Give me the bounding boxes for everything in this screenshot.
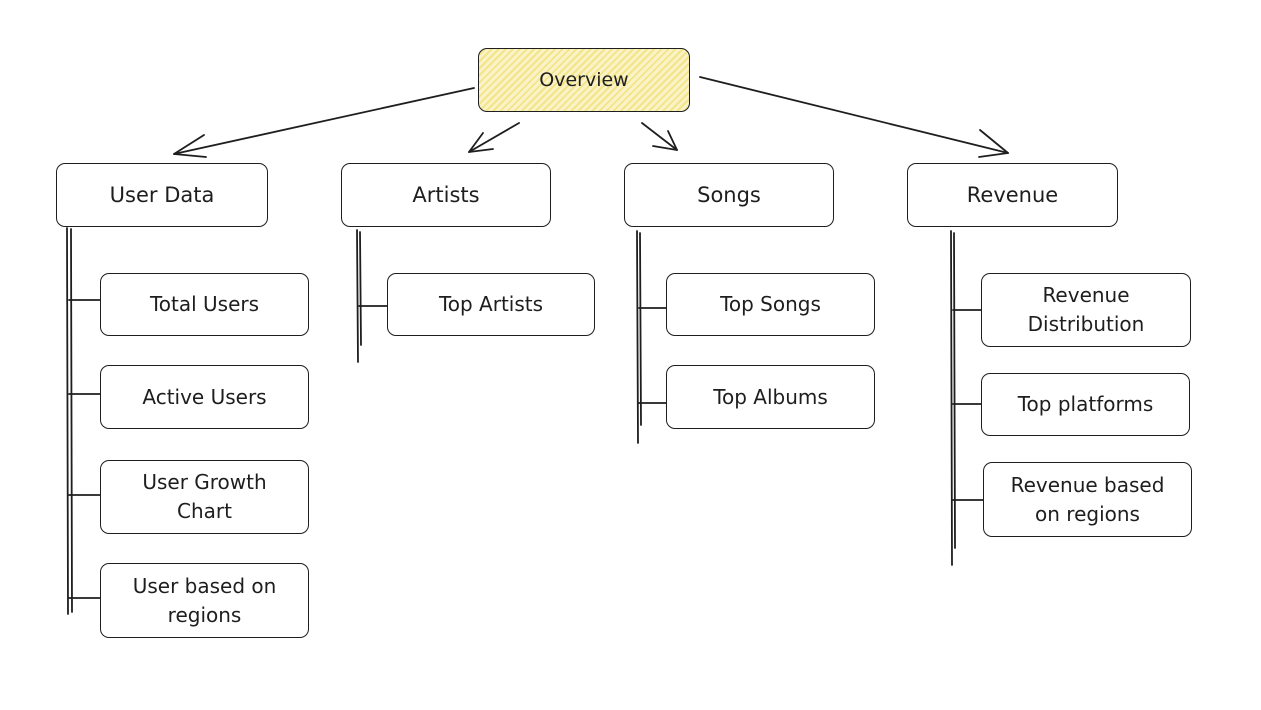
revenue-based-on-regions-label: Revenue based on regions	[1010, 472, 1165, 526]
revenue-distribution-label: Revenue Distribution	[1027, 283, 1145, 336]
user-data-label: User Data	[109, 182, 215, 207]
user-data-connectors	[66, 227, 101, 615]
top-albums-label: Top Albums	[713, 384, 828, 409]
top-songs-node: Top Songs	[666, 273, 875, 336]
artists-label: Artists	[412, 182, 480, 207]
songs-connectors	[636, 230, 667, 444]
user-based-on-regions-node: User based on regions	[100, 563, 309, 638]
user-data-node: User Data	[56, 163, 268, 227]
revenue-distribution-node: Revenue Distribution	[981, 273, 1191, 347]
arrow-to-songs	[641, 122, 678, 151]
songs-node: Songs	[624, 163, 834, 227]
songs-label: Songs	[697, 182, 761, 207]
top-albums-node: Top Albums	[666, 365, 875, 429]
total-users-label: Total Users	[149, 292, 260, 316]
arrow-to-artists	[468, 122, 520, 153]
active-users-label: Active Users	[142, 384, 267, 409]
user-growth-chart-label: User Growth Chart	[142, 470, 267, 523]
arrow-to-user-data	[173, 87, 475, 158]
top-platforms-node: Top platforms	[981, 373, 1190, 436]
top-platforms-label: Top platforms	[1017, 392, 1154, 416]
top-artists-node: Top Artists	[387, 273, 595, 336]
arrow-to-revenue	[699, 76, 1009, 158]
top-artists-label: Top Artists	[438, 292, 544, 316]
user-based-on-regions-label: User based on regions	[132, 573, 277, 627]
top-songs-label: Top Songs	[720, 292, 821, 316]
artists-node: Artists	[341, 163, 551, 227]
revenue-label: Revenue	[966, 182, 1059, 207]
overview-node: Overview	[478, 48, 690, 112]
active-users-node: Active Users	[100, 365, 309, 429]
revenue-node: Revenue	[907, 163, 1118, 227]
total-users-node: Total Users	[100, 273, 309, 336]
artists-connectors	[356, 229, 388, 363]
user-growth-chart-node: User Growth Chart	[100, 460, 309, 534]
overview-label: Overview	[539, 68, 629, 91]
revenue-based-on-regions-node: Revenue based on regions	[983, 462, 1192, 537]
revenue-connectors	[950, 230, 984, 566]
